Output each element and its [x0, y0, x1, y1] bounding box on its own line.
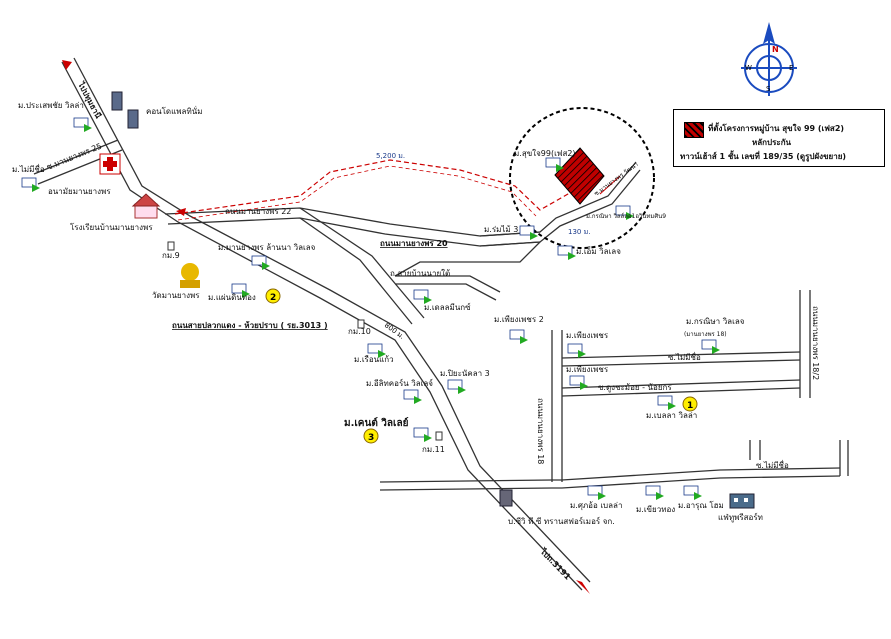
soi-25-edge-a	[33, 139, 119, 175]
label-phueang-b: ม.เพียงเพชร	[566, 365, 609, 374]
label-km11: กม.11	[422, 445, 445, 454]
bottom-right-spur	[749, 440, 761, 460]
label-kritsana: ม.กรณิษา วิลล์ลอ1อวินทมศิน9	[586, 212, 666, 220]
label-road-20: ถนนมานยางพร 20	[380, 239, 448, 248]
legend-line-2: หลักประกัน	[752, 138, 792, 147]
label-temple: วัดมานยางพร	[152, 291, 200, 300]
factory-icon	[499, 489, 513, 507]
compass-n: N	[772, 45, 779, 54]
main-road-edge-b	[73, 57, 591, 583]
compass-w: W	[745, 64, 752, 72]
main-road-edge-a	[61, 61, 583, 591]
label-soi-duang: ซ.ดูงชะม้อย - น้อยกร	[598, 383, 672, 393]
label-soi-25: ซ.มานยางพร 25	[45, 142, 103, 172]
route-arrowhead	[176, 208, 186, 216]
label-ilac: ม.อีลิทคอร์น วิลเลจ์	[366, 378, 433, 388]
legend-box: ที่ตั้งโครงการหมู่บ้าน สุขใจ 99 (เฟส2) ห…	[673, 109, 885, 167]
label-phueang: ม.เพียงเพชร	[566, 331, 609, 340]
soi-unnamed-edge-a	[561, 351, 801, 359]
bottom-road-edge-b	[379, 475, 841, 491]
label-cw: บ.ซีวิ ที ซี ทรานสฟอร์เมอร์ จก.	[508, 516, 615, 526]
project-pointer	[599, 175, 621, 195]
school-icon	[131, 193, 161, 219]
label-kritsana-v: ม.กรณิษา วิลเลจ	[686, 317, 745, 326]
label-factory: แฟ่ทูพรีสอร์ท	[718, 512, 763, 523]
label-mai-mi-chue: ม.ไม่มีชื่อ	[12, 163, 45, 174]
soi-duang-edge-b	[561, 387, 801, 397]
label-mai-yang-lanna: ม.มานยางพร ล้านนา วิลเลจ	[218, 243, 316, 252]
label-health: อนามัยมานยางพร	[48, 187, 111, 196]
badge-2: 2	[270, 293, 276, 303]
bottom-right-branch	[839, 440, 849, 476]
label-bella: ม.เบลลา วิลล่า	[646, 411, 697, 420]
label-dist-130: 130 ม.	[568, 228, 590, 236]
badge-2-circle	[265, 288, 281, 304]
arrow-to-pathum	[62, 60, 72, 70]
compass-rose	[741, 22, 797, 96]
badge-1: 1	[687, 401, 693, 411]
sai-ban-lai-edge-a	[395, 275, 501, 293]
sai-ban-lai-edge-b	[395, 283, 497, 301]
label-phaendin-thong: ม.แผ่นดินทอง	[208, 293, 256, 302]
label-school: โรงเรียนบ้านมานยางพร	[70, 222, 153, 232]
label-road-22: ถนนมานยางพร 22	[225, 207, 291, 216]
label-pia-nakara: ม.ปิยะนัคลา 3	[440, 369, 490, 378]
route-line	[174, 159, 601, 215]
label-dist-5200: 5,200 ม.	[376, 152, 405, 160]
compass-s: S	[766, 85, 771, 93]
label-suk-jai: ม.สุขใจ99(เฟส2)	[514, 149, 576, 158]
label-phueang-2: ม.เพียงเพชร 2	[494, 315, 544, 324]
compass-e: E	[789, 64, 793, 72]
legend-line-3: ทาวน์เฮ้าส์ 1 ชั้น เลขที่ 189/35 (ดูรูปผ…	[680, 152, 847, 161]
label-to-3191: ไปถ.3191	[538, 546, 573, 582]
label-condo: คอนโดแพลทินั่ม	[146, 105, 202, 116]
badge-1-circle	[682, 396, 698, 412]
road-20-edge-b	[299, 207, 425, 319]
temple-icon	[180, 263, 200, 288]
label-sukhon: ม.ศุภอ้อ เบลล่า	[570, 501, 622, 510]
label-rom-mai: ม.ร่มไม้ 3	[484, 225, 518, 234]
label-kent: ม.เคนต์ วิลเลย์	[344, 417, 409, 429]
label-sai-ban-lai: ถ.สายบ้านนายใต้	[390, 269, 450, 278]
label-arun: ม.อารุณ โฮม	[678, 500, 724, 510]
badge-3-circle	[363, 428, 379, 444]
label-road-18-2: ถนนมานยางพร 18/2	[811, 306, 820, 380]
condo-icon	[111, 91, 139, 129]
loop-road	[394, 241, 541, 277]
label-soi-unnamed-2: ซ.ไม่มีชื่อ	[756, 459, 789, 470]
label-km9: กม.9	[162, 251, 180, 260]
project-circle	[509, 107, 655, 249]
health-center-icon	[99, 153, 121, 175]
arrow-to-3191	[576, 580, 590, 594]
road-20-edge-a	[299, 217, 413, 325]
label-dist-800: 800 ม.	[383, 321, 406, 341]
bottom-road-edge-a	[379, 467, 841, 483]
label-main-road: ถนนสายปลวกแดง - ห้วยปราบ ( รย.3013 )	[172, 320, 328, 330]
badge-3: 3	[368, 433, 374, 443]
label-km10: กม.10	[348, 327, 371, 336]
km-post-icon	[167, 241, 443, 441]
label-soi-unnamed: ซ.ไม่มีชื่อ	[668, 351, 701, 362]
label-yem: ม.เอ็ม วิลเลจ	[576, 246, 621, 256]
legend-swatch	[684, 122, 704, 138]
resort-icon	[729, 493, 755, 509]
label-road-18: ถนนมานยางพร 18	[536, 398, 545, 464]
label-kritsana-v-sub: (มานยางพร 18)	[684, 331, 727, 338]
soi-duang-edge-a	[561, 379, 801, 389]
label-khiao: ม.เขียวทอง	[636, 505, 675, 514]
project-site-marker	[554, 147, 605, 205]
label-ruan-kaew: ม.เรือนแก้ว	[354, 355, 394, 364]
label-prasobchai: ม.ประเสพชัย วิลล่า	[18, 101, 84, 110]
project-road-edge-a	[479, 169, 641, 247]
legend-line-1: ที่ตั้งโครงการหมู่บ้าน สุขใจ 99 (เฟส2)	[708, 124, 845, 133]
village-house-icons	[21, 117, 720, 500]
soi-unnamed-edge-b	[561, 359, 801, 367]
label-dell: ม.เดลลมีนกซ์	[424, 302, 471, 312]
